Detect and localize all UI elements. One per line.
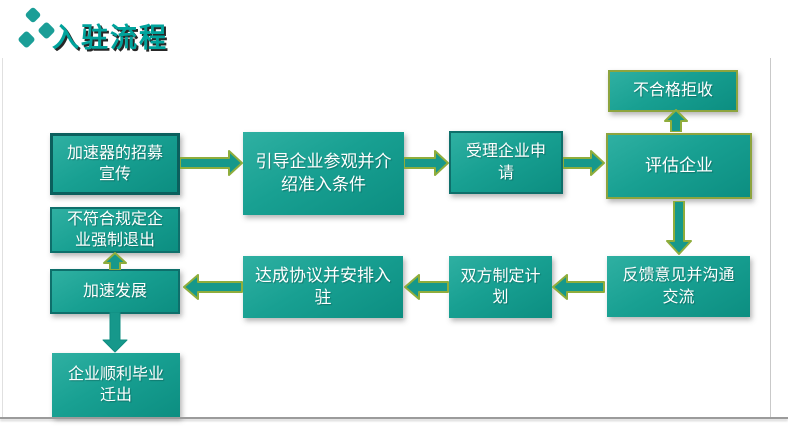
flow-box-forced-exit: 不符合规定企 业强制退出 — [50, 207, 180, 253]
slide-right-edge — [770, 58, 771, 418]
flow-box-accelerate-label: 加速发展 — [82, 282, 147, 300]
diamond-shape — [24, 6, 42, 24]
flow-box-accept-label: 受理企业申 请 — [465, 143, 546, 182]
slide-bottom-edge — [0, 417, 788, 419]
page-title: 入驻流程 — [52, 23, 168, 53]
arrow-left-agreement-to-accelerate-icon — [183, 274, 243, 300]
flow-box-plan: 双方制定计 划 — [449, 256, 552, 318]
flow-box-agreement: 达成协议并安排入 驻 — [243, 256, 403, 318]
flow-box-plan-label: 双方制定计 划 — [460, 267, 541, 306]
flow-box-recruit: 加速器的招募 宣传 — [50, 133, 180, 195]
flow-box-reject: 不合格拒收 — [608, 70, 738, 112]
flow-box-guide-label: 引导企业参观并介 绍准入条件 — [255, 152, 392, 194]
arrow-left-plan-to-agreement-icon — [404, 274, 449, 300]
arrow-up-accelerate-to-forced-exit-icon — [103, 252, 127, 270]
slide-header: 入驻流程 — [0, 0, 788, 57]
arrow-right-recruit-to-guide-icon — [180, 150, 243, 176]
flow-box-feedback: 反馈意见并沟通 交流 — [607, 256, 750, 317]
flow-box-evaluate-label: 评估企业 — [645, 155, 713, 175]
arrow-left-feedback-to-plan-icon — [552, 274, 605, 300]
flow-box-accelerate: 加速发展 — [50, 269, 180, 314]
slide-left-edge — [2, 58, 3, 418]
flow-box-graduate-label: 企业顺利毕业 迁出 — [67, 365, 164, 404]
flow-box-forced-exit-label: 不符合规定企 业强制退出 — [66, 210, 163, 249]
diamond-shape — [17, 30, 36, 49]
flow-box-evaluate: 评估企业 — [606, 133, 752, 199]
arrow-down-accelerate-to-graduate-icon — [102, 312, 128, 353]
arrow-up-evaluate-to-reject-icon — [664, 109, 688, 132]
flow-box-accept: 受理企业申 请 — [449, 131, 563, 194]
flow-box-agreement-label: 达成协议并安排入 驻 — [255, 265, 391, 307]
flow-box-reject-label: 不合格拒收 — [632, 82, 713, 100]
arrow-right-accept-to-evaluate-icon — [563, 150, 605, 176]
flow-box-recruit-label: 加速器的招募 宣传 — [66, 144, 163, 183]
flow-box-guide: 引导企业参观并介 绍准入条件 — [243, 132, 404, 215]
arrow-right-guide-to-accept-icon — [404, 150, 449, 176]
three-diamonds-icon — [8, 3, 58, 55]
flow-box-graduate: 企业顺利毕业 迁出 — [52, 353, 180, 417]
arrow-down-evaluate-to-feedback-icon — [666, 201, 692, 255]
flow-box-feedback-label: 反馈意见并沟通 交流 — [622, 267, 735, 306]
